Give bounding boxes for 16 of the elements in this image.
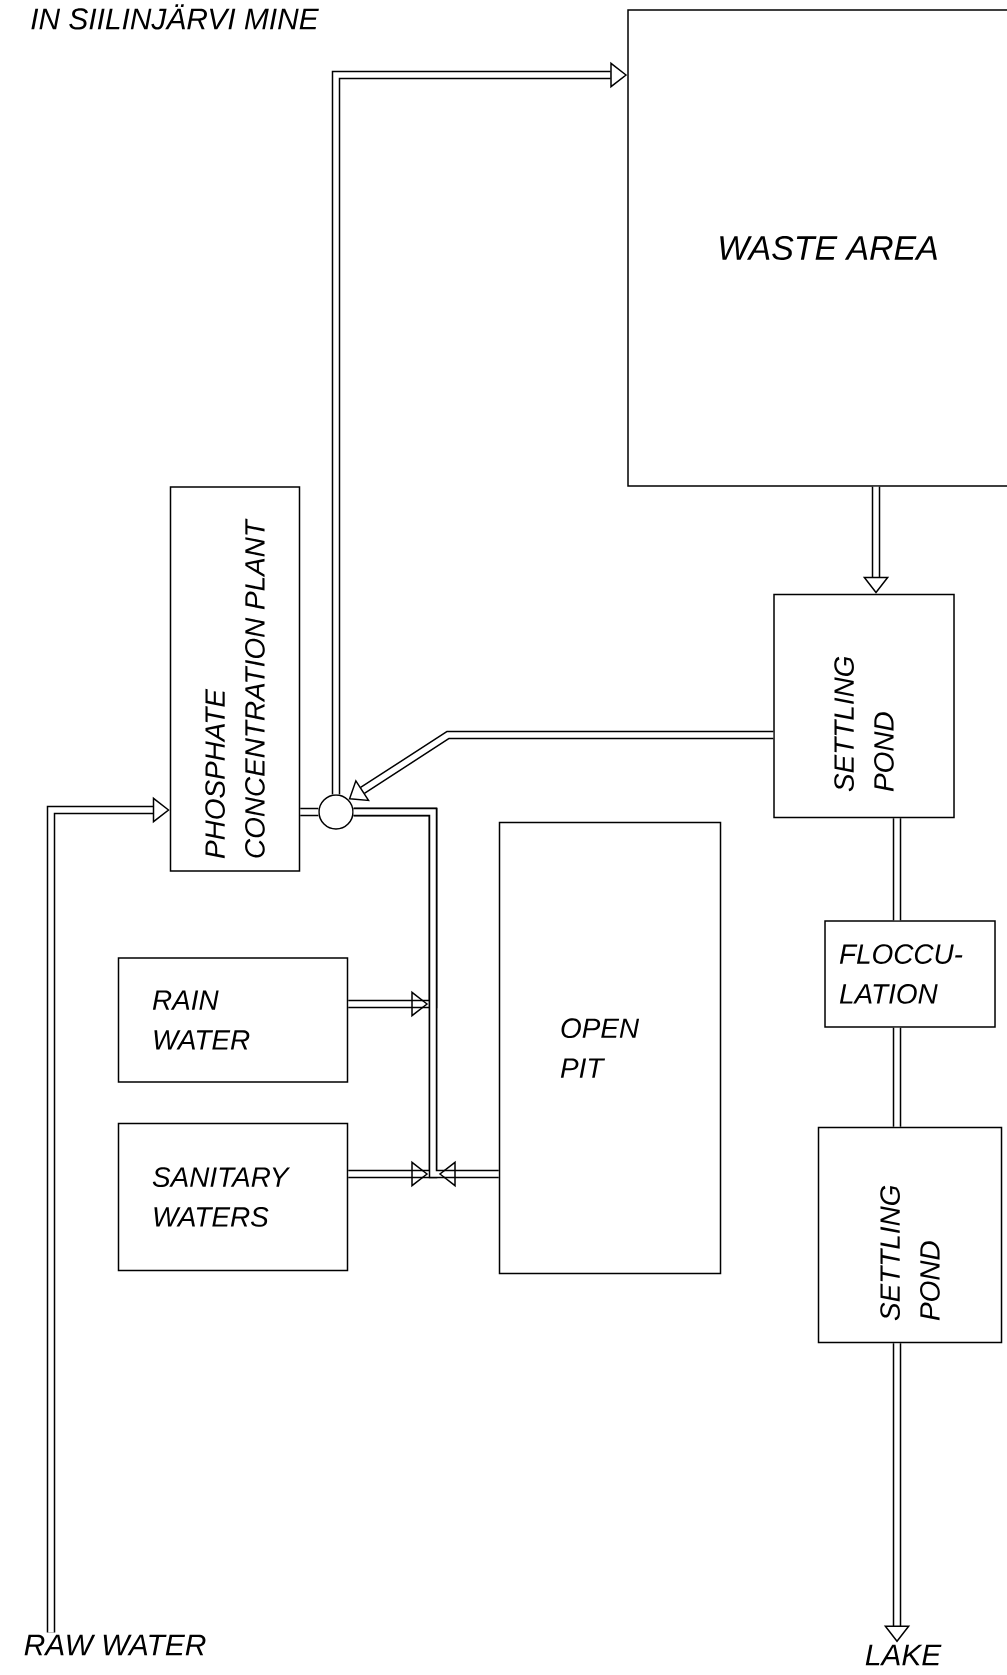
pipe-arrow	[348, 730, 774, 802]
title: IN SIILINJÄRVI MINE	[31, 4, 319, 30]
pipe-arrow	[46, 796, 170, 1633]
process-box: FLOCCU- LATION	[824, 920, 996, 1028]
flow-label: LAKE	[865, 1644, 942, 1666]
process-box: SANITARY WATERS	[117, 1122, 349, 1272]
pipe-arrow	[300, 807, 319, 817]
process-box: SETTLING POND	[817, 1126, 1003, 1344]
flow-label: RAW WATER	[24, 1634, 206, 1656]
process-box: PHOSPHATE CONCENTRATION PLANT	[169, 486, 301, 872]
junction-circle	[318, 794, 354, 830]
process-box: RAIN WATER	[117, 957, 349, 1083]
process-box: SETTLING POND	[773, 593, 955, 819]
pipe-arrow	[353, 807, 499, 1188]
process-box: OPEN PIT	[498, 821, 722, 1275]
process-box: WASTE AREA	[627, 9, 1007, 487]
